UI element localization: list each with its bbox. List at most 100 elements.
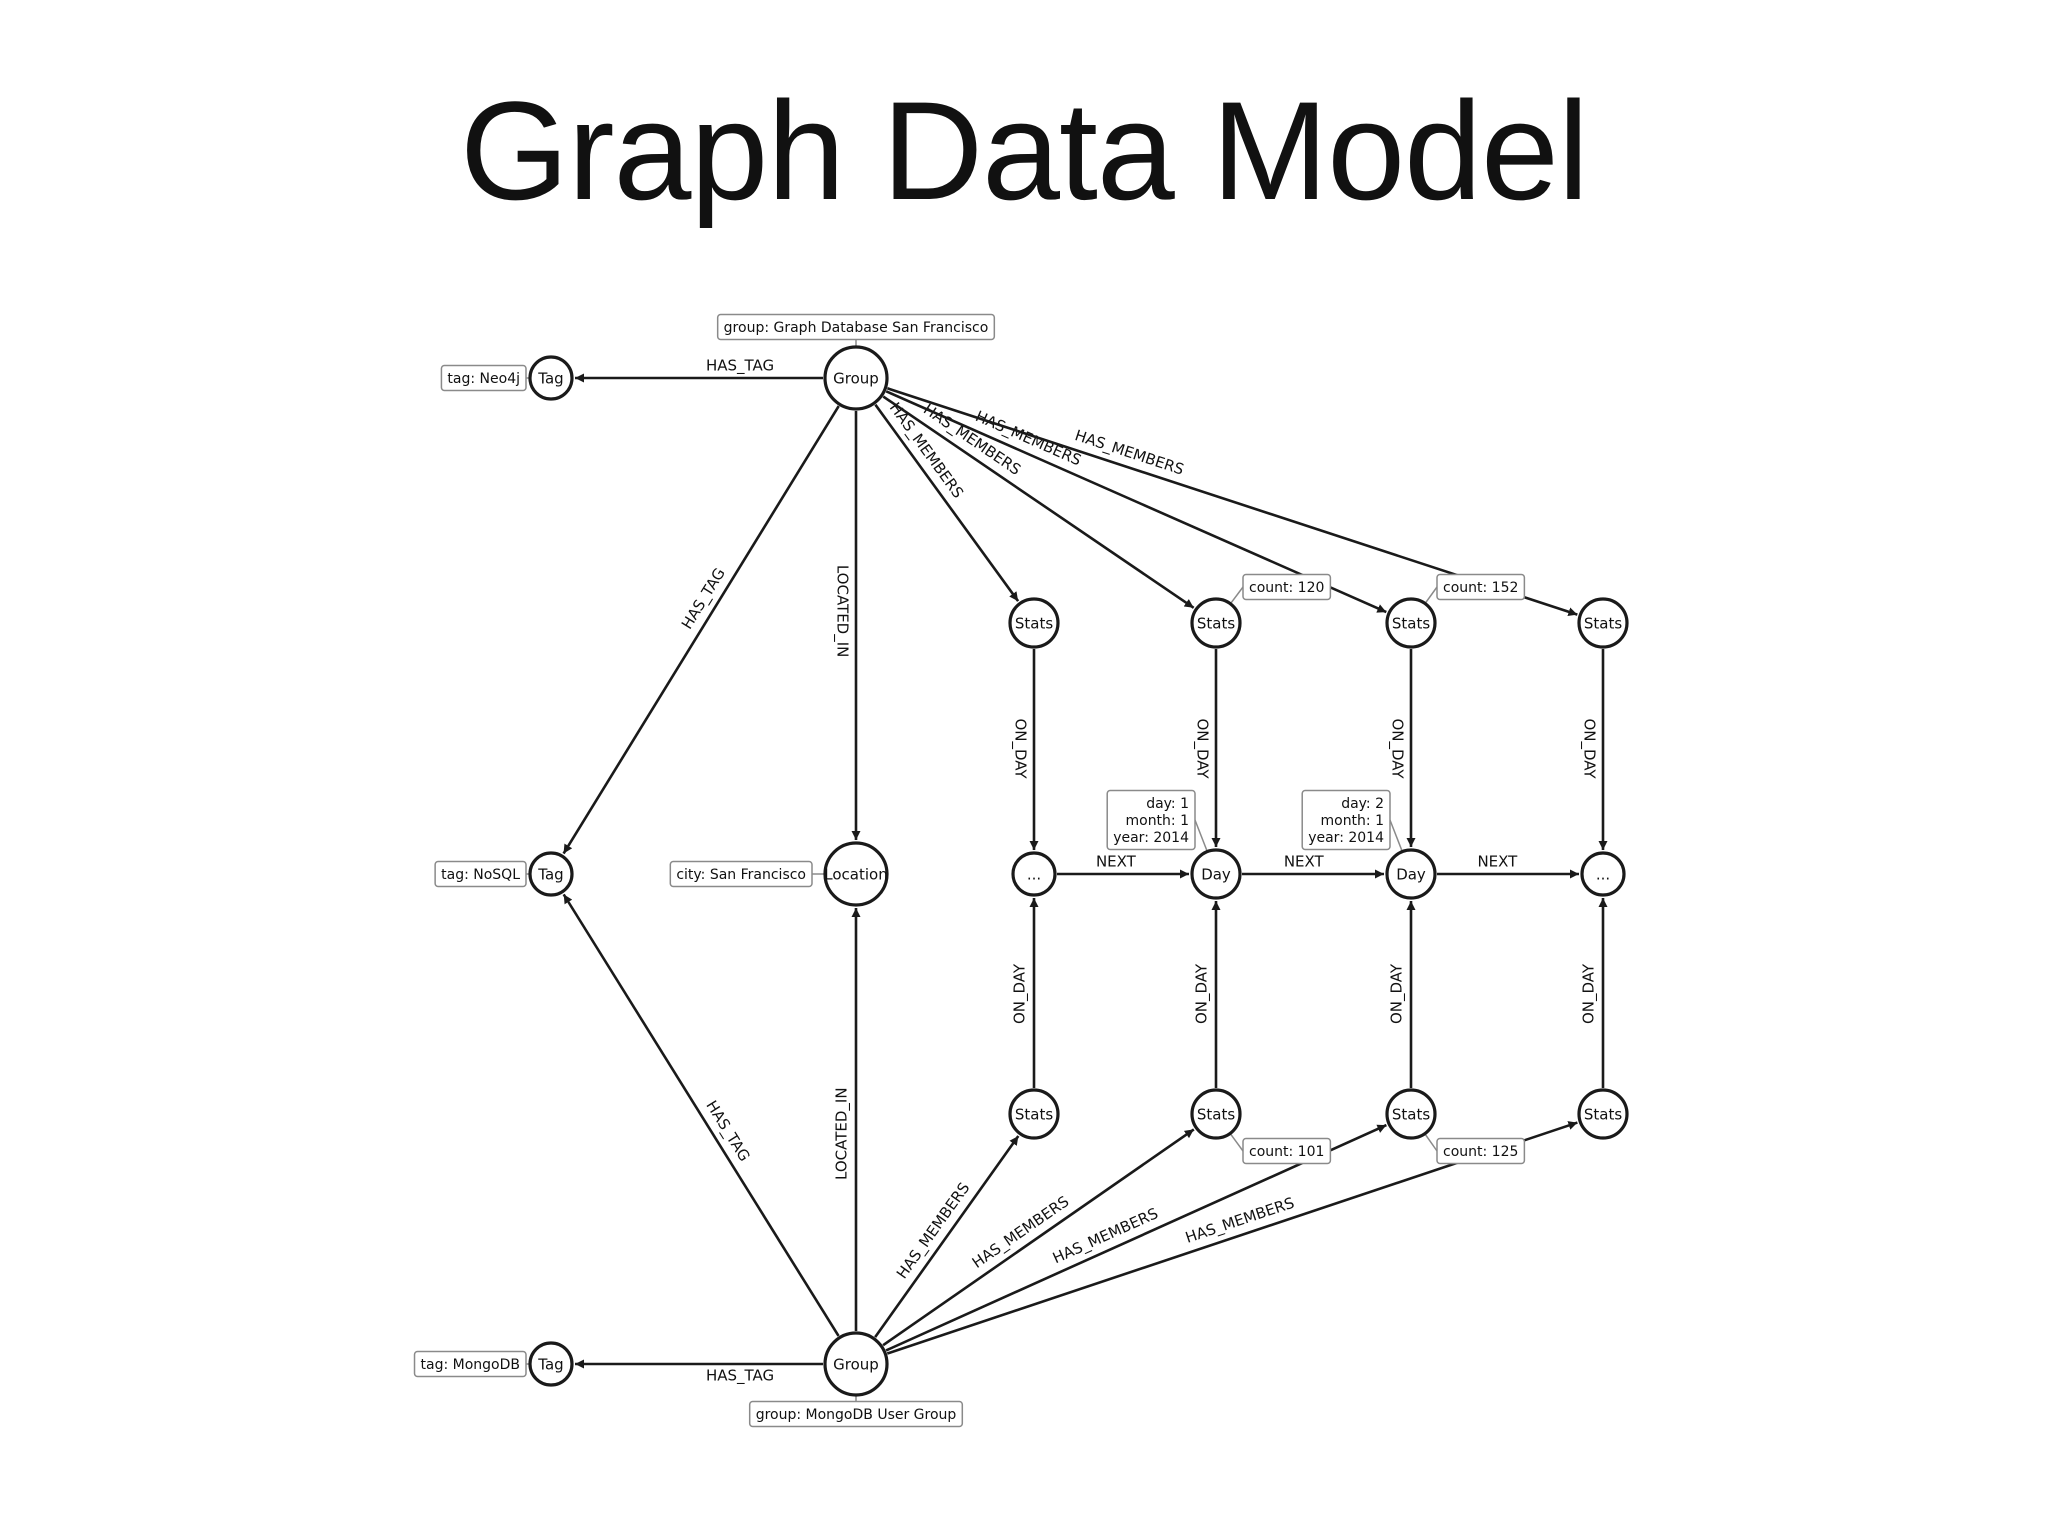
property-frame bbox=[1106, 789, 1196, 851]
node-label: Stats bbox=[1197, 1106, 1235, 1124]
node-label: Group bbox=[833, 370, 879, 388]
edge-stats_t1-day_start: ON_DAY bbox=[1011, 649, 1039, 850]
edge-line bbox=[882, 1128, 1195, 1347]
edge-stats_t3-day2: ON_DAY bbox=[1388, 649, 1416, 847]
node-tag_nosql: Tag bbox=[528, 851, 574, 897]
node-label: Stats bbox=[1015, 615, 1053, 633]
node-label: Stats bbox=[1584, 1106, 1622, 1124]
node-stats_t3: Stats bbox=[1385, 597, 1437, 649]
property-frame bbox=[1242, 1137, 1332, 1165]
node-circle bbox=[1580, 851, 1626, 897]
edge-label: HAS_MEMBERS bbox=[1183, 1194, 1297, 1248]
node-label: Group bbox=[833, 1356, 879, 1374]
node-day1: Day bbox=[1190, 848, 1242, 900]
property-frame bbox=[1242, 573, 1332, 601]
property-connector bbox=[1194, 819, 1209, 852]
property-frame bbox=[440, 364, 527, 392]
node-circle bbox=[1008, 1088, 1060, 1140]
property-box-stats_b3: count: 125 bbox=[1424, 1133, 1526, 1165]
node-stats_b3: Stats bbox=[1385, 1088, 1437, 1140]
node-stats_b4: Stats bbox=[1577, 1088, 1629, 1140]
property-text: day: 1 bbox=[1146, 796, 1189, 812]
node-circle bbox=[823, 1331, 889, 1397]
node-circle bbox=[823, 345, 889, 411]
node-label: Day bbox=[1396, 866, 1426, 884]
node-day2: Day bbox=[1385, 848, 1437, 900]
property-text: tag: MongoDB bbox=[421, 1357, 520, 1373]
edge-group1-location: LOCATED_IN bbox=[833, 411, 861, 840]
node-circle bbox=[528, 851, 574, 897]
edge-line bbox=[874, 1135, 1020, 1338]
edge-label: ON_DAY bbox=[1193, 718, 1212, 779]
property-connector bbox=[1229, 586, 1244, 605]
properties-layer: group: Graph Database San Franciscotag: … bbox=[413, 313, 1526, 1428]
edge-stats_b2-day1: ON_DAY bbox=[1193, 901, 1221, 1088]
node-label: Tag bbox=[537, 370, 563, 388]
property-frame bbox=[1301, 789, 1391, 851]
node-label: Stats bbox=[1392, 615, 1430, 633]
property-text: tag: Neo4j bbox=[447, 371, 520, 387]
node-group2: Group bbox=[823, 1331, 889, 1397]
edge-label: ON_DAY bbox=[1388, 718, 1407, 779]
node-circle bbox=[528, 1341, 574, 1387]
property-box-tag_nosql: tag: NoSQL bbox=[434, 860, 530, 888]
property-text: count: 152 bbox=[1443, 580, 1518, 596]
node-label: Tag bbox=[537, 866, 563, 884]
node-label: Stats bbox=[1197, 615, 1235, 633]
property-connector bbox=[1229, 1132, 1244, 1152]
edge-label: ON_DAY bbox=[1193, 963, 1212, 1024]
edge-label: HAS_MEMBERS bbox=[893, 1179, 974, 1283]
property-box-stats_t3: count: 152 bbox=[1424, 573, 1526, 604]
property-text: count: 120 bbox=[1249, 580, 1324, 596]
node-label: ... bbox=[1596, 866, 1610, 884]
edge-label: HAS_TAG bbox=[706, 1367, 774, 1386]
node-location: Location bbox=[823, 841, 889, 907]
edge-line bbox=[874, 403, 1020, 602]
property-text: day: 2 bbox=[1341, 796, 1384, 812]
edge-line bbox=[562, 405, 840, 855]
node-label: ... bbox=[1027, 866, 1041, 884]
node-stats_b2: Stats bbox=[1190, 1088, 1242, 1140]
node-label: Location bbox=[824, 866, 887, 884]
node-stats_b1: Stats bbox=[1008, 1088, 1060, 1140]
property-text: count: 125 bbox=[1443, 1144, 1518, 1160]
node-stats_t1: Stats bbox=[1008, 597, 1060, 649]
node-tag_neo4j: Tag bbox=[528, 355, 574, 401]
property-connector bbox=[1424, 586, 1438, 604]
node-stats_t4: Stats bbox=[1577, 597, 1629, 649]
edge-stats_t4-day_end: ON_DAY bbox=[1580, 649, 1608, 850]
property-text: month: 1 bbox=[1320, 813, 1384, 829]
property-connector bbox=[1389, 819, 1404, 852]
node-circle bbox=[823, 841, 889, 907]
node-circle bbox=[1385, 848, 1437, 900]
edge-label: LOCATED_IN bbox=[833, 1087, 852, 1180]
edge-label: HAS_MEMBERS bbox=[1072, 426, 1186, 479]
node-circle bbox=[1385, 597, 1437, 649]
edge-group2-tag_nosql: HAS_TAG bbox=[562, 893, 840, 1337]
edge-label: ON_DAY bbox=[1580, 718, 1599, 779]
edge-day_start-day1: NEXT bbox=[1057, 853, 1189, 879]
property-box-tag_mongodb: tag: MongoDB bbox=[413, 1350, 530, 1378]
property-box-location: city: San Francisco bbox=[669, 860, 825, 888]
edge-stats_b3-day2: ON_DAY bbox=[1388, 901, 1416, 1088]
node-circle bbox=[1190, 848, 1242, 900]
edge-label: ON_DAY bbox=[1580, 963, 1599, 1024]
node-label: Stats bbox=[1584, 615, 1622, 633]
node-circle bbox=[1008, 597, 1060, 649]
edge-label: LOCATED_IN bbox=[833, 565, 852, 658]
property-connector bbox=[1424, 1133, 1438, 1152]
edge-label: ON_DAY bbox=[1388, 963, 1407, 1024]
property-frame bbox=[716, 313, 996, 341]
node-circle bbox=[1577, 1088, 1629, 1140]
node-day_start: ... bbox=[1011, 851, 1057, 897]
node-circle bbox=[1190, 1088, 1242, 1140]
edge-group1-tag_nosql: HAS_TAG bbox=[562, 405, 840, 855]
property-frame bbox=[748, 1400, 964, 1428]
node-label: Stats bbox=[1015, 1106, 1053, 1124]
edge-label: HAS_TAG bbox=[678, 565, 730, 633]
edge-label: NEXT bbox=[1477, 853, 1518, 871]
property-text: count: 101 bbox=[1249, 1144, 1324, 1160]
edge-label: HAS_MEMBERS bbox=[1050, 1204, 1161, 1268]
